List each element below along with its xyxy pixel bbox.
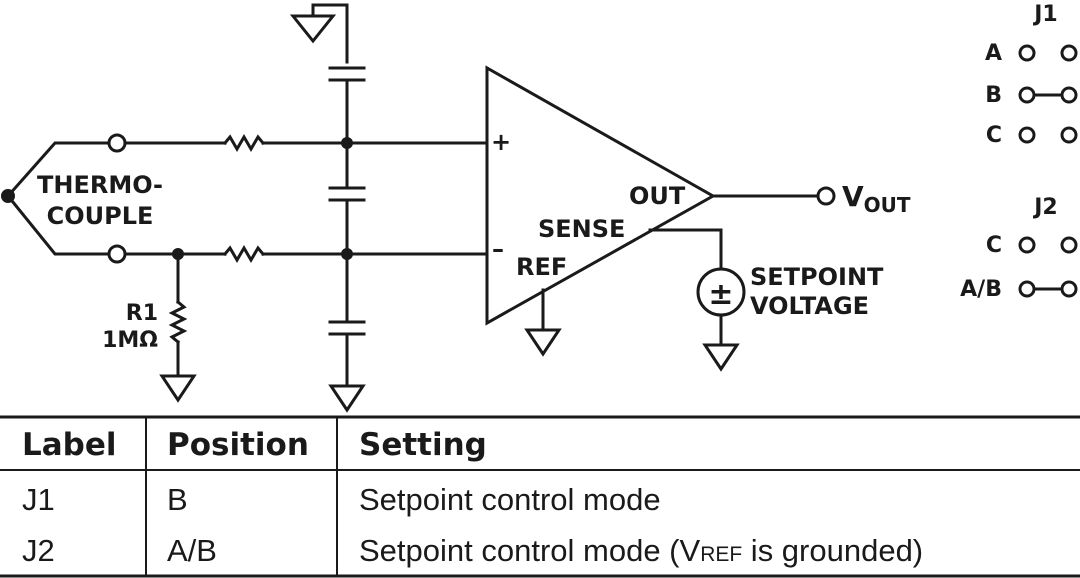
ref-ground-symbol [524, 328, 562, 357]
setpoint-label-1: SETPOINT [750, 263, 884, 291]
j2-title: J2 [1032, 195, 1058, 220]
positive-input-line [107, 133, 489, 153]
ref-ground [524, 288, 562, 357]
vout-terminal [816, 186, 836, 206]
r1-value: 1MΩ [102, 328, 158, 353]
table-row2-setting: Setpoint control mode (VREF is grounded) [359, 533, 923, 568]
j1-row-c-label: C [986, 123, 1002, 148]
capacitor-bottom [328, 252, 366, 388]
table-row2-label: J2 [22, 533, 55, 568]
table-header-setting: Setting [359, 427, 487, 463]
capacitor-top [328, 66, 366, 145]
voltage-source-symbol: ± [708, 277, 733, 312]
plus-input-sign: + [491, 128, 511, 156]
setpoint-label-2: VOLTAGE [750, 292, 869, 320]
j2-row-ab-label: A/B [960, 277, 1002, 302]
out-pin-label: OUT [629, 182, 686, 210]
output-line: VOUT [711, 180, 911, 217]
j1-row-a-label: A [985, 41, 1002, 66]
minus-input-sign: – [492, 235, 504, 263]
vout-label: VOUT [842, 180, 911, 217]
table-row2-position: A/B [167, 533, 217, 568]
settings-table: Label Position Setting J1 B Setpoint con… [0, 415, 1080, 578]
ref-pin-label: REF [516, 253, 567, 281]
terminal-bottom [107, 244, 127, 264]
bottom-cap-ground-symbol [328, 384, 366, 413]
jumper-j1: J1 A B C [985, 2, 1078, 148]
terminal-top [107, 133, 127, 153]
setpoint-ground-symbol [702, 343, 740, 372]
j1-row-b-label: B [985, 83, 1002, 108]
thermocouple-label-2: COUPLE [47, 202, 154, 230]
sense-pin-label: SENSE [538, 215, 625, 243]
r1-ground-symbol [159, 374, 197, 403]
j2-row-c-label: C [986, 233, 1002, 258]
r1-label: R1 [126, 301, 158, 326]
setpoint-circuit: ± SETPOINT VOLTAGE [648, 228, 884, 372]
table-row1-label: J1 [22, 482, 55, 517]
table-row1-setting: Setpoint control mode [359, 482, 661, 517]
negative-input-line [107, 244, 489, 264]
j1-title: J1 [1032, 2, 1058, 27]
thermocouple-label-1: THERMO- [37, 171, 163, 199]
amplifier: + – OUT SENSE REF [485, 65, 717, 326]
top-ground-symbol [289, 3, 349, 64]
table-header-label: Label [22, 427, 117, 463]
thermocouple: THERMO- COUPLE [1, 141, 163, 256]
table-row1-position: B [167, 482, 188, 517]
table-header-position: Position [167, 427, 309, 463]
jumper-j2: J2 C A/B [960, 195, 1078, 302]
capacitor-middle [328, 141, 366, 256]
resistor-r1: R1 1MΩ [102, 252, 197, 403]
